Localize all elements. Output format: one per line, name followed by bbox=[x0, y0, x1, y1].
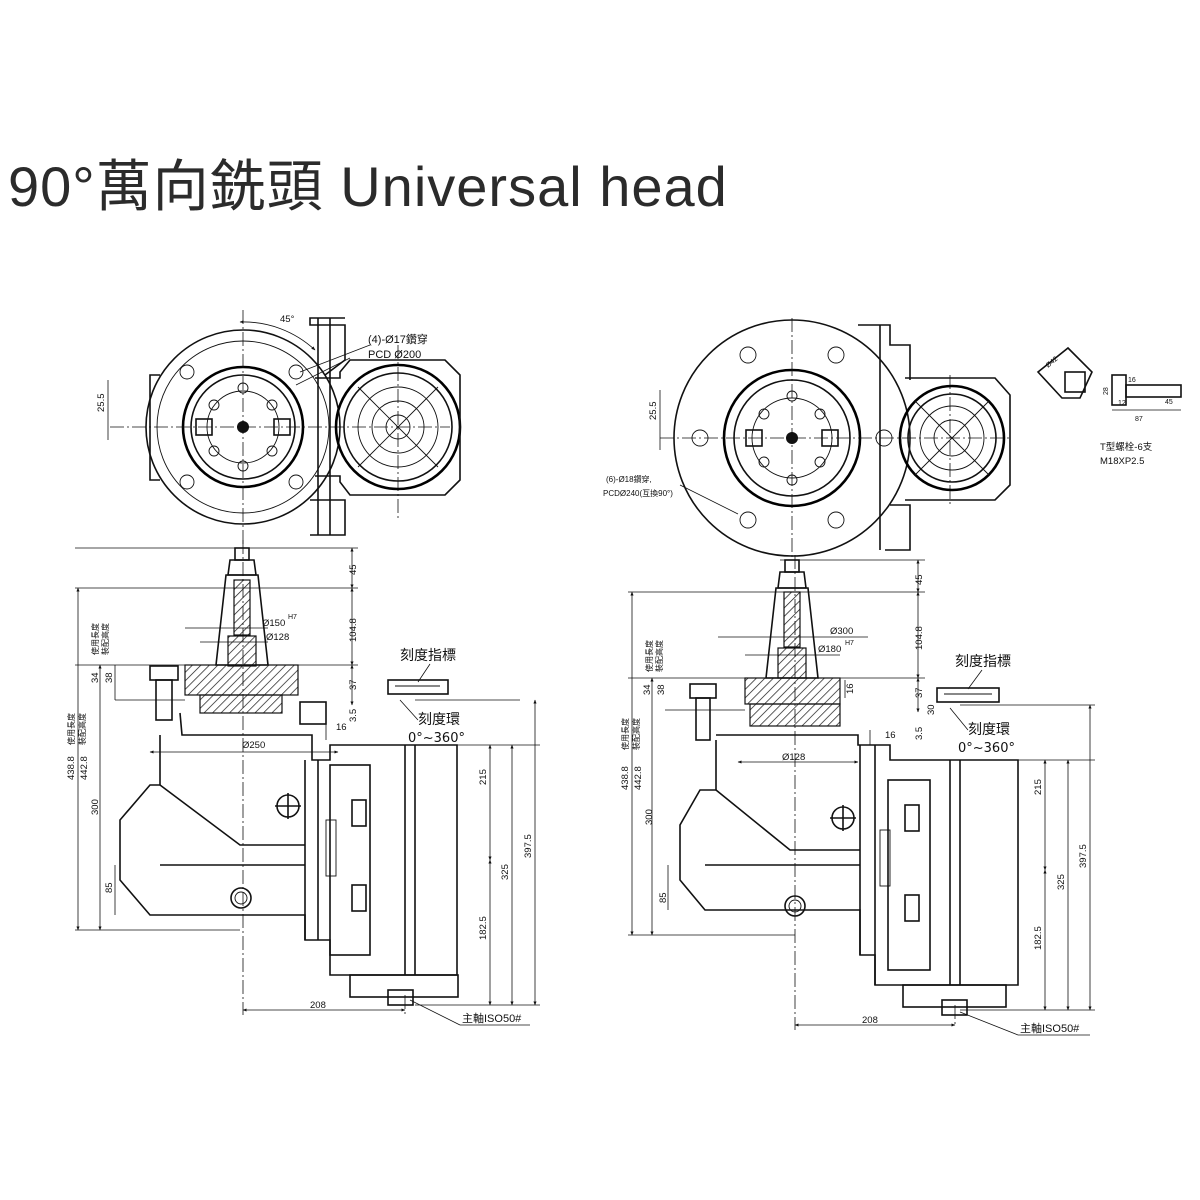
dim-37-right: 37 bbox=[914, 687, 925, 698]
tslot-size-42: Ø42 bbox=[1045, 356, 1060, 370]
dim-38-right: 38 bbox=[656, 684, 667, 695]
dim-442-8-right: 442.8 bbox=[633, 766, 644, 790]
offset-dim-right: 25.5 bbox=[648, 402, 659, 421]
side-label-usage-right: 使用長度 bbox=[644, 640, 654, 672]
dim-16a-right: 16 bbox=[845, 683, 856, 694]
scale-indicator-label: 刻度指標 bbox=[400, 648, 456, 664]
dim-300: 300 bbox=[90, 799, 101, 815]
dim-16: 16 bbox=[336, 722, 347, 733]
dim-182-5: 182.5 bbox=[478, 916, 489, 940]
dia-128-right: Ø128 bbox=[782, 752, 805, 763]
dim-397-5-right: 397.5 bbox=[1078, 844, 1089, 868]
dim-38: 38 bbox=[104, 672, 115, 683]
dim-208-right: 208 bbox=[862, 1015, 878, 1026]
dim-104-8-right: 104.8 bbox=[914, 626, 925, 650]
dim-208: 208 bbox=[310, 1000, 326, 1011]
pcd-callout-right: PCDØ240(互換90°) bbox=[603, 488, 673, 498]
dia-128: Ø128 bbox=[266, 632, 289, 643]
dim-325: 325 bbox=[500, 864, 511, 880]
left-top-view: 45° (4)-Ø17鑽穿 PCD Ø200 25.5 bbox=[96, 310, 462, 545]
scale-ring-label-right: 刻度環 bbox=[968, 722, 1010, 738]
bolt-hole-callout: (4)-Ø17鑽穿 bbox=[368, 332, 428, 346]
scale-ring-label: 刻度環 bbox=[418, 712, 460, 728]
dim-300-right: 300 bbox=[644, 809, 655, 825]
tslot-size-87: 87 bbox=[1135, 416, 1143, 423]
dim-438-8-right: 438.8 bbox=[620, 766, 631, 790]
dim-438-8: 438.8 bbox=[66, 756, 77, 780]
tslot-size-12: 12 bbox=[1118, 400, 1126, 407]
angle-label: 45° bbox=[280, 314, 295, 325]
side-label-usage-right-2: 使用長度 bbox=[620, 718, 630, 750]
bolt-hole-callout-right: (6)-Ø18鑽穿, bbox=[606, 474, 652, 484]
scale-range-label-right: 0°~360° bbox=[958, 741, 1015, 756]
side-label-assembly: 裝配高度 bbox=[100, 623, 110, 655]
h7-fit: H7 bbox=[288, 614, 297, 621]
dim-442-8: 442.8 bbox=[79, 756, 90, 780]
tslot-size-28: 28 bbox=[1103, 387, 1110, 395]
dim-85-right: 85 bbox=[658, 892, 669, 903]
tslot-thread: M18XP2.5 bbox=[1100, 456, 1144, 467]
tslot-name: T型螺栓-6支 bbox=[1100, 441, 1153, 453]
offset-dim: 25.5 bbox=[96, 394, 107, 413]
dim-215-right: 215 bbox=[1033, 779, 1044, 795]
side-label-assembly-right: 裝配高度 bbox=[654, 640, 664, 672]
scale-indicator-label-right: 刻度指標 bbox=[955, 654, 1011, 670]
right-front-view: 45 104.8 37 30 3.5 Ø300 Ø180 H7 16 Ø128 … bbox=[620, 555, 1095, 1036]
dim-45: 45 bbox=[348, 564, 359, 575]
spindle-label: 主軸ISO50# bbox=[462, 1011, 522, 1025]
dim-3-5-right: 3.5 bbox=[914, 727, 925, 740]
dim-104-8: 104.8 bbox=[348, 618, 359, 642]
side-label-assembly-right-2: 裝配高度 bbox=[631, 718, 641, 750]
dim-16-right: 16 bbox=[885, 730, 896, 741]
dia-300: Ø300 bbox=[830, 626, 853, 637]
tslot-size-16: 16 bbox=[1128, 377, 1136, 384]
page-title: 90°萬向銑頭 Universal head bbox=[8, 155, 728, 218]
side-label-usage-2: 使用長度 bbox=[66, 713, 76, 745]
dim-215: 215 bbox=[478, 769, 489, 785]
scale-range-label: 0°~360° bbox=[408, 731, 465, 746]
right-top-view: 25.5 (6)-Ø18鑽穿, PCDØ240(互換90°) Ø42 28 16… bbox=[603, 318, 1182, 560]
dia-180: Ø180 bbox=[818, 644, 841, 655]
dim-397-5: 397.5 bbox=[523, 834, 534, 858]
dim-34: 34 bbox=[90, 672, 101, 683]
dim-182-5-right: 182.5 bbox=[1033, 926, 1044, 950]
dim-34-right: 34 bbox=[642, 684, 653, 695]
dim-3-5: 3.5 bbox=[348, 709, 359, 722]
dim-325-right: 325 bbox=[1056, 874, 1067, 890]
dim-37: 37 bbox=[348, 679, 359, 690]
side-label-usage: 使用長度 bbox=[90, 623, 100, 655]
side-label-assembly-2: 裝配高度 bbox=[77, 713, 87, 745]
spindle-label-right: 主軸ISO50# bbox=[1020, 1021, 1080, 1035]
dia-250: Ø250 bbox=[242, 740, 265, 751]
dim-30-right: 30 bbox=[926, 704, 937, 715]
dim-45-right: 45 bbox=[914, 574, 925, 585]
pcd-callout: PCD Ø200 bbox=[368, 349, 421, 361]
tslot-size-45: 45 bbox=[1165, 399, 1173, 406]
left-front-view: 45 104.8 37 3.5 Ø150 H7 Ø128 Ø250 16 34 … bbox=[66, 540, 540, 1026]
h7-fit-right: H7 bbox=[845, 640, 854, 647]
dim-85: 85 bbox=[104, 882, 115, 893]
dia-150: Ø150 bbox=[262, 618, 285, 629]
